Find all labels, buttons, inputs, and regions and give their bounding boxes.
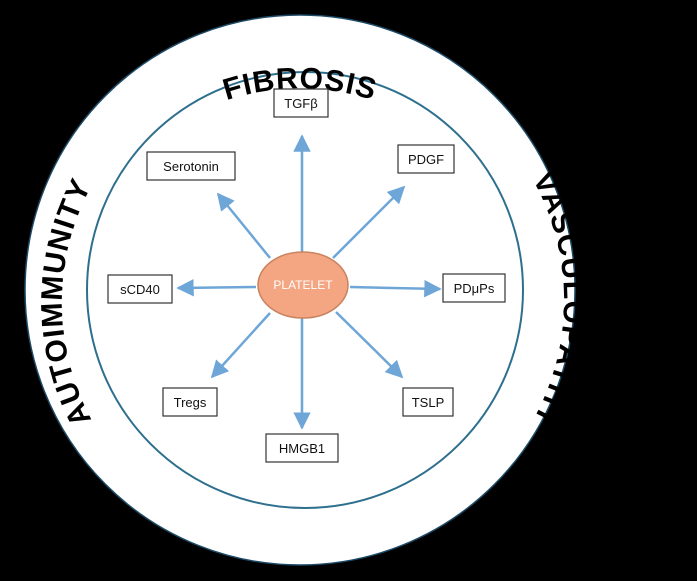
arrow-pdmps — [349, 279, 442, 298]
mediator-serotonin-label: Serotonin — [163, 159, 219, 174]
mediator-pdgf-label: PDGF — [408, 152, 444, 167]
mediator-hmgb1-box — [265, 433, 339, 463]
arrow-serotonin — [216, 192, 271, 259]
arrows — [176, 134, 442, 430]
mediator-serotonin-box — [146, 151, 236, 181]
mediator-scd40-box — [107, 274, 173, 304]
mediator-tgfb-box — [273, 88, 329, 118]
mediator-pdmps: PDμPs — [442, 273, 506, 303]
mediator-tgfb: TGFβ — [273, 88, 329, 118]
mediator-scd40-label: sCD40 — [120, 282, 160, 297]
mediator-hmgb1: HMGB1 — [265, 433, 339, 463]
platelet-node — [257, 251, 349, 319]
mediator-scd40: sCD40 — [107, 274, 173, 304]
mediator-pdgf-box — [397, 144, 455, 174]
mediator-tregs: Tregs — [162, 387, 218, 417]
mediator-tslp-box — [402, 387, 454, 417]
mediator-tregs-label: Tregs — [174, 395, 207, 410]
mediator-tregs-box — [162, 387, 218, 417]
mediator-tgfb-label: TGFβ — [284, 96, 317, 111]
mediator-tslp-label: TSLP — [412, 395, 445, 410]
mediator-serotonin: Serotonin — [146, 151, 236, 181]
mediator-pdgf: PDGF — [397, 144, 455, 174]
mediator-hmgb1-label: HMGB1 — [279, 441, 325, 456]
arrow-tregs — [210, 312, 271, 379]
platelet-label: PLATELET — [273, 278, 333, 292]
mediator-pdmps-box — [442, 273, 506, 303]
mediator-tslp: TSLP — [402, 387, 454, 417]
arrow-tslp — [335, 311, 404, 379]
mediator-pdmps-label: PDμPs — [454, 281, 495, 296]
arrow-pdgf — [332, 185, 406, 259]
arrow-scd40 — [176, 279, 257, 297]
